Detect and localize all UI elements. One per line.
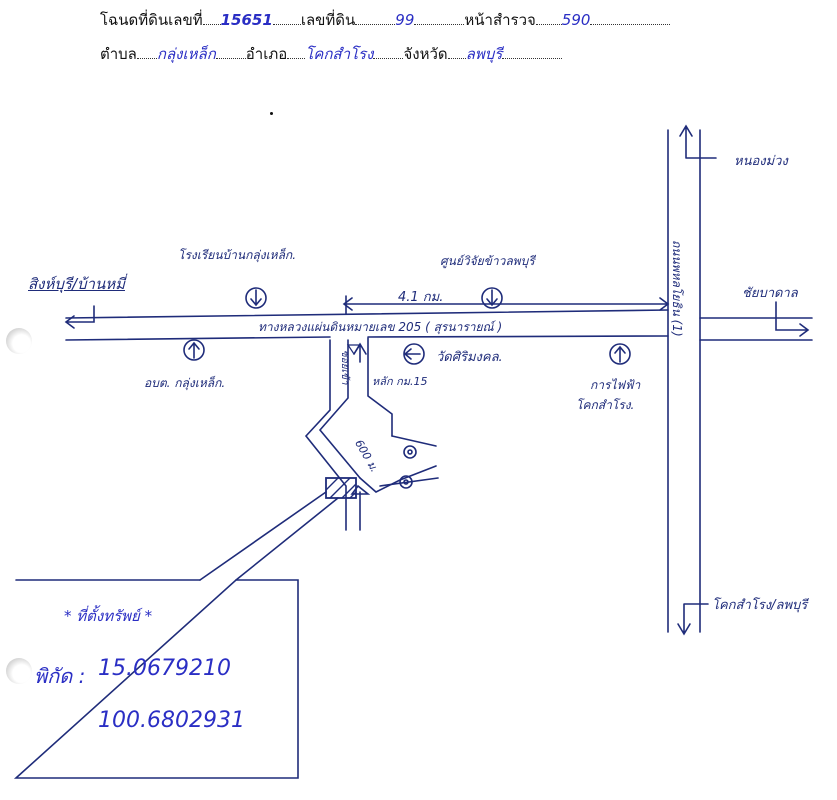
right-arrow (775, 301, 810, 337)
amphoe-label: อำเภอ (245, 45, 288, 63)
direction-bottom-label: โคกสำโรง/ลพบุรี (712, 598, 808, 613)
pointer-line-1 (199, 491, 327, 581)
location-box-outline (13, 579, 299, 779)
survey-number: 590 (561, 11, 591, 29)
province-label: จังหวัด (403, 45, 448, 63)
main-road-label: ทางหลวงแผ่นดินหมายเลข 205 ( สุรนารายณ์ ) (258, 320, 503, 334)
landmark-electric-marker (609, 343, 631, 365)
header-line-2: ตำบล กลุ่งเหล็ก อำเภอ โคกสำโรง จังหวัด ลพบุรี (100, 42, 563, 66)
side-arrow-down (350, 484, 371, 495)
left-arrow (64, 305, 95, 329)
dot-mark (270, 112, 273, 115)
direction-left-label: สิงห์บุรี/บ้านหมี่ (28, 275, 125, 293)
deed-number: 15651 (220, 11, 273, 29)
side-arrow-up (353, 342, 367, 363)
landmark-school-marker (245, 287, 267, 309)
punch-hole-top (6, 328, 32, 354)
direction-top-label: หนองม่วง (734, 154, 788, 169)
landmark-electric-label: การไฟฟ้า (590, 378, 641, 392)
direction-right-label: ชัยบาดาล (742, 286, 798, 301)
coordinate-label: พิกัด : (34, 664, 86, 688)
landmark-college-label: ศูนย์วิจัยข้าวลพบุรี (440, 254, 535, 268)
landmark-college-marker (481, 287, 503, 309)
latitude-value: 15.0679210 (98, 656, 231, 681)
junction-marker-1 (403, 445, 417, 459)
pointer-line-2 (235, 497, 339, 581)
survey-label: หน้าสำรวจ (464, 11, 536, 29)
location-box-title: * ที่ตั้งทรัพย์ * (64, 607, 153, 625)
landmark-sao-marker (183, 339, 205, 361)
distance-arrow (342, 297, 670, 311)
top-arrow (679, 124, 717, 159)
side-road-left-edge (304, 339, 347, 531)
land-label: เลขที่ดิน (300, 11, 356, 29)
header-line-1: โฉนดที่ดินเลขที่ 15651 เลขที่ดิน 99 หน้าสำรว… (100, 8, 671, 32)
province-value: ลพบุรี (465, 45, 503, 63)
land-number: 99 (395, 11, 415, 29)
distance-label: 4.1 กม. (398, 290, 444, 305)
junction-marker-2 (399, 475, 413, 489)
deed-label: โฉนดที่ดินเลขที่ (100, 11, 203, 29)
cross-road-label: ถนนพหลโยธิน (1) (670, 240, 684, 337)
tambon-label: ตำบล (100, 45, 137, 63)
amphoe-value: โคกสำโรง (305, 45, 374, 63)
landmark-electric-label-2: โคกสำโรง. (576, 398, 635, 412)
main-road-bottom-edge (65, 335, 669, 341)
bottom-arrow (677, 603, 709, 636)
property-parcel (325, 477, 357, 499)
side-road-label: ซอยเข้า (339, 350, 350, 385)
landmark-temple-label: วัดศิริมงคล. (436, 350, 503, 365)
punch-hole-bottom (6, 658, 32, 684)
main-road-top-edge (65, 309, 669, 319)
landmark-school-label: โรงเรียนบ้านกลุ่งเหล็ก. (178, 248, 297, 262)
tambon-value: กลุ่งเหล็ก (156, 45, 216, 63)
side-road-inner (367, 337, 393, 437)
landmark-temple-marker (403, 343, 425, 365)
landmark-sao-label: อบต. กลุ่งเหล็ก. (144, 376, 226, 390)
side-road-right-edge (318, 339, 361, 479)
longitude-value: 100.6802931 (98, 708, 245, 733)
km-marker-label: หลัก กม.15 (372, 375, 428, 388)
